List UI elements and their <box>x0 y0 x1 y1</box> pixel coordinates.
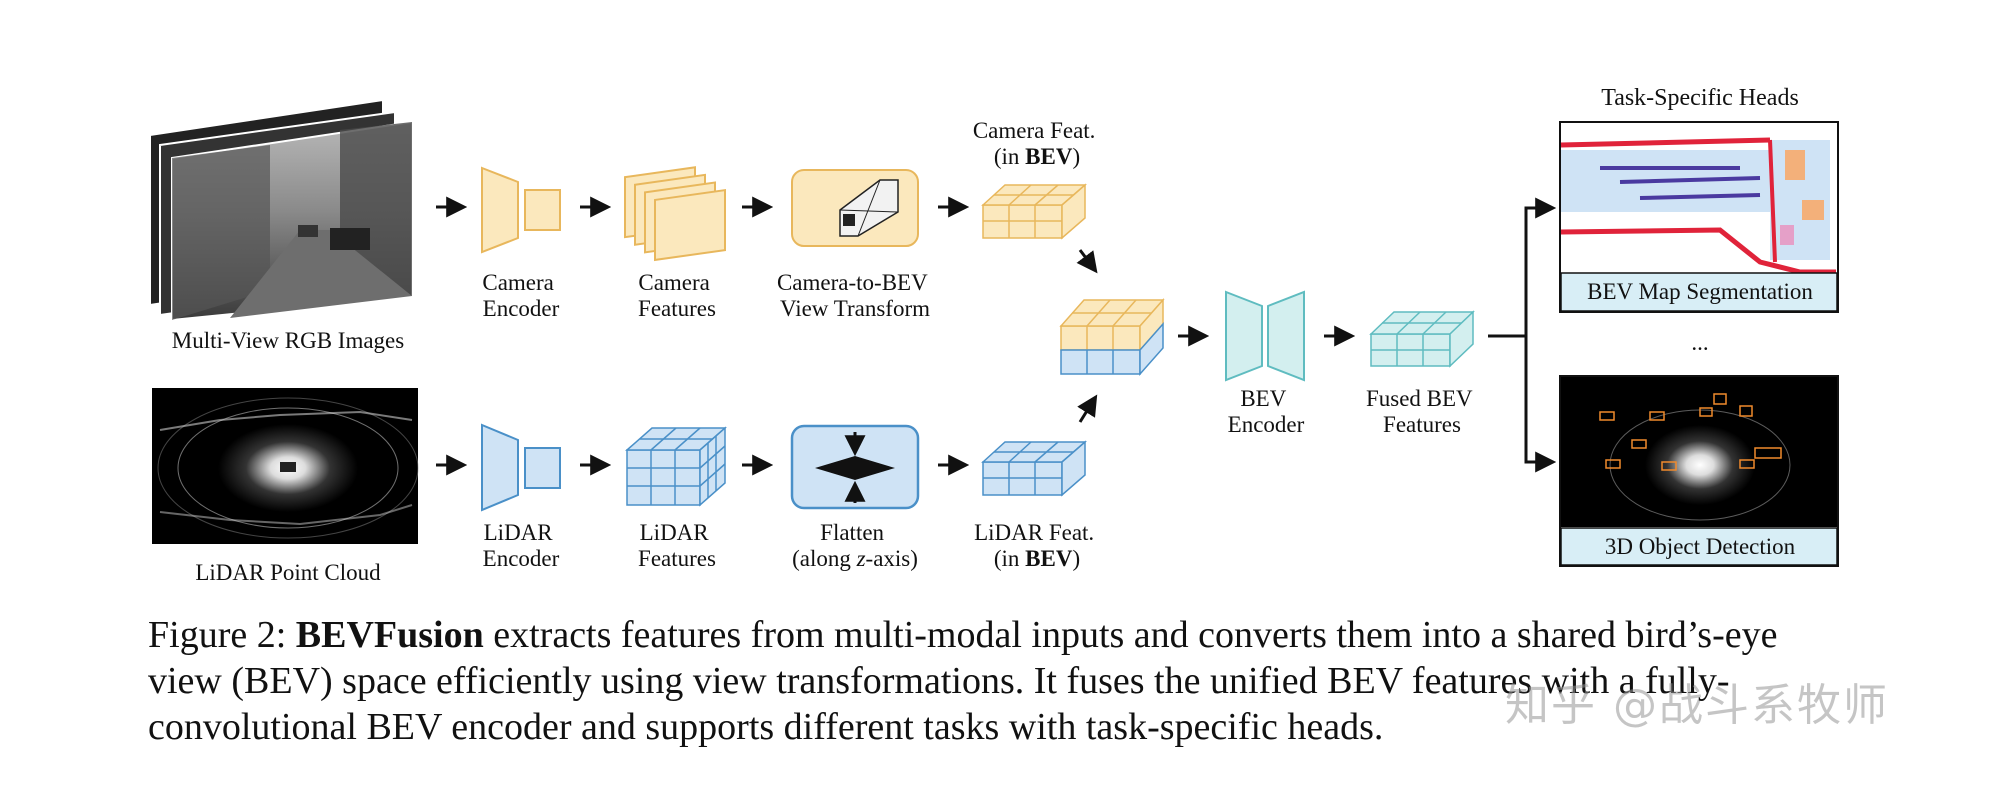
camera-feat-bev-label: Camera Feat. (in BEV) <box>973 118 1101 169</box>
flatten-icon <box>790 424 920 510</box>
figure-caption: Figure 2: BEVFusion extracts features fr… <box>148 612 1848 750</box>
caption-bold: BEVFusion <box>295 614 484 656</box>
lidar-encoder-label: LiDAR Encoder <box>483 520 560 571</box>
concat-bev-cube-icon <box>1059 298 1165 376</box>
branch-arrows <box>1488 197 1557 473</box>
lidar-point-cloud-image <box>152 388 419 544</box>
bev-map-seg-label: BEV Map Segmentation <box>1587 279 1813 304</box>
caption-text: extracts features from multi-modal input… <box>148 614 1778 748</box>
lidar-point-cloud-label: LiDAR Point Cloud <box>195 560 381 585</box>
camera-features-label: Camera Features <box>638 270 716 321</box>
watermark: 知乎 @战斗系牧师 <box>1505 680 1889 731</box>
lidar-features-cube-icon <box>625 426 727 507</box>
multi-view-rgb-label: Multi-View RGB Images <box>172 328 404 353</box>
lidar-encoder-icon <box>481 423 561 512</box>
arrow <box>1076 249 1098 274</box>
camera-encoder-label: Camera Encoder <box>482 270 559 321</box>
camera-to-bev-label: Camera-to-BEV View Transform <box>777 270 933 321</box>
fused-bev-label: Fused BEV Features <box>1366 386 1478 437</box>
ellipsis: ... <box>1691 330 1708 355</box>
bev-encoder-label: BEV Encoder <box>1228 386 1305 437</box>
flatten-label: Flatten (along z-axis) <box>792 520 918 571</box>
camera-features-icon <box>624 166 726 262</box>
3d-object-detection-panel <box>1559 375 1839 567</box>
caption-prefix: Figure 2: <box>148 614 296 656</box>
bev-encoder-icon <box>1225 290 1305 382</box>
camera-to-bev-icon <box>791 169 919 247</box>
camera-encoder-icon <box>481 166 561 254</box>
fused-bev-cube-icon <box>1369 310 1475 368</box>
lidar-bev-cube-icon <box>981 440 1088 497</box>
multi-view-rgb-images <box>149 98 413 322</box>
camera-bev-cube-icon <box>981 183 1088 240</box>
task-heads-title: Task-Specific Heads <box>1601 85 1799 111</box>
object-detection-label: 3D Object Detection <box>1605 534 1796 559</box>
arrow <box>1077 394 1098 423</box>
lidar-features-label: LiDAR Features <box>638 520 716 571</box>
bev-map-segmentation-panel <box>1559 121 1839 313</box>
lidar-feat-bev-label: LiDAR Feat. (in BEV) <box>974 520 1100 571</box>
